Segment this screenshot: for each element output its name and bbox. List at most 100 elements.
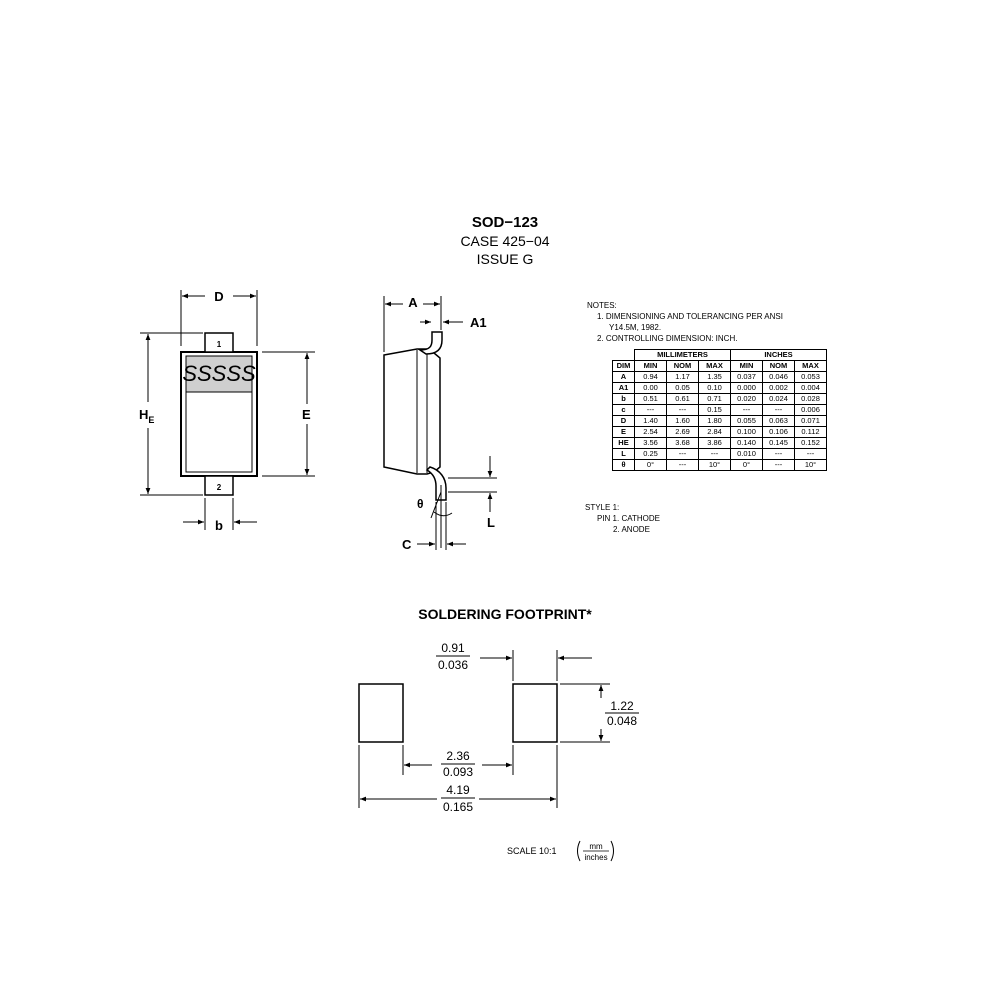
- column-header: MIN: [730, 360, 763, 372]
- note-2: 2. CONTROLLING DIMENSION: INCH.: [597, 334, 738, 343]
- table-cell: 0.006: [794, 404, 827, 416]
- table-cell: ---: [698, 448, 731, 460]
- dim-E-label: E: [302, 407, 311, 422]
- table-cell: 0.046: [762, 371, 795, 383]
- pad-height-in: 0.048: [607, 714, 637, 728]
- table-cell-dim: b: [612, 393, 635, 405]
- table-cell: 0°: [634, 459, 667, 471]
- pad-height-mm: 1.22: [610, 699, 634, 713]
- column-header: MIN: [634, 360, 667, 372]
- dim-L-label: L: [487, 515, 495, 530]
- table-cell-dim: D: [612, 415, 635, 427]
- table-cell-dim: HE: [612, 437, 635, 449]
- dim-A-label: A: [408, 295, 418, 310]
- table-row: A1 0.00 0.05 0.10 0.000 0.002 0.004: [612, 382, 827, 394]
- table-cell: 3.56: [634, 437, 667, 449]
- table-cell: 1.60: [666, 415, 699, 427]
- dim-A-label-bg: [403, 295, 423, 308]
- marking-text: SSSSS: [182, 361, 256, 386]
- footprint-title: SOLDERING FOOTPRINT*: [418, 606, 592, 622]
- table-cell: 1.17: [666, 371, 699, 383]
- table-cell: ---: [634, 404, 667, 416]
- top-view: SSSSS 1 2 D HE E: [139, 289, 315, 533]
- table-cell-dim: E: [612, 426, 635, 438]
- table-cell: 0.106: [762, 426, 795, 438]
- pad-width-mm: 0.91: [441, 641, 465, 655]
- table-row: A 0.94 1.17 1.35 0.037 0.046 0.053: [612, 371, 827, 383]
- dim-C-label: C: [402, 537, 412, 552]
- table-cell: 2.69: [666, 426, 699, 438]
- upper-lead: [417, 331, 443, 355]
- issue-label: ISSUE G: [476, 251, 534, 267]
- pad-width-in: 0.036: [438, 658, 468, 672]
- table-cell-dim: θ: [612, 459, 635, 471]
- column-header: NOM: [762, 360, 795, 372]
- table-cell: 0.010: [730, 448, 763, 460]
- table-cell: ---: [666, 404, 699, 416]
- overall-in: 0.165: [443, 800, 473, 814]
- table-cell: 0.05: [666, 382, 699, 394]
- overall-mm: 4.19: [446, 783, 470, 797]
- table-row: E 2.54 2.69 2.84 0.100 0.106 0.112: [612, 426, 827, 438]
- style-heading: STYLE 1:: [585, 503, 620, 512]
- theta-arc: [433, 511, 453, 517]
- table-cell: 1.80: [698, 415, 731, 427]
- table-cell: ---: [762, 459, 795, 471]
- title-block: SOD−123 CASE 425−04 ISSUE G: [380, 214, 630, 268]
- scale-units: mm inches: [577, 840, 614, 862]
- table-cell: 0.145: [762, 437, 795, 449]
- table-cell: 0.053: [794, 371, 827, 383]
- table-cell: 0.71: [698, 393, 731, 405]
- table-row: HE 3.56 3.68 3.86 0.140 0.145 0.152: [612, 437, 827, 449]
- column-header: NOM: [666, 360, 699, 372]
- table-cell: 0.071: [794, 415, 827, 427]
- table-cell: 0.055: [730, 415, 763, 427]
- table-cell: ---: [666, 448, 699, 460]
- marking-band: [185, 355, 253, 393]
- table-cell: 0.94: [634, 371, 667, 383]
- table-cell: 0.140: [730, 437, 763, 449]
- footprint-pad-left: [358, 683, 404, 743]
- table-cell: ---: [730, 404, 763, 416]
- note-1-line-1: 1. DIMENSIONING AND TOLERANCING PER ANSI: [597, 312, 783, 321]
- table-cell: 0.152: [794, 437, 827, 449]
- table-cell: 0.10: [698, 382, 731, 394]
- gap-in: 0.093: [443, 765, 473, 779]
- column-header: MAX: [698, 360, 731, 372]
- side-view: A A1 L θ C: [383, 295, 497, 552]
- table-cell: 1.35: [698, 371, 731, 383]
- dim-A1-label: A1: [470, 315, 487, 330]
- pin-1-number: 1: [217, 340, 222, 349]
- table-cell: 10°: [794, 459, 827, 471]
- table-group-header: MILLIMETERS INCHES: [612, 349, 827, 361]
- table-cell: 0°: [730, 459, 763, 471]
- column-header: MAX: [794, 360, 827, 372]
- table-cell: 0.112: [794, 426, 827, 438]
- group-header-mm: MILLIMETERS: [634, 349, 731, 361]
- table-cell: 0.000: [730, 382, 763, 394]
- notes-heading: NOTES:: [587, 301, 617, 310]
- dim-D-label: D: [214, 289, 223, 304]
- table-cell: 2.54: [634, 426, 667, 438]
- footprint-pad-right: [512, 683, 558, 743]
- scale-label: SCALE 10:1: [507, 846, 557, 856]
- table-corner: [612, 349, 635, 361]
- side-body: [383, 348, 441, 475]
- dim-theta-label: θ: [417, 497, 424, 511]
- table-cell: 0.063: [762, 415, 795, 427]
- table-cell: ---: [762, 448, 795, 460]
- table-cell-dim: c: [612, 404, 635, 416]
- table-cell: 0.100: [730, 426, 763, 438]
- scale-unit-inches: inches: [584, 853, 607, 862]
- dimension-table: MILLIMETERS INCHES DIM MIN NOM MAX MIN N…: [612, 349, 827, 471]
- table-cell: 0.00: [634, 382, 667, 394]
- dim-b-label: b: [215, 518, 223, 533]
- table-cell: 0.25: [634, 448, 667, 460]
- table-cell: 10°: [698, 459, 731, 471]
- table-cell: 3.68: [666, 437, 699, 449]
- table-row: b 0.51 0.61 0.71 0.020 0.024 0.028: [612, 393, 827, 405]
- gap-mm: 2.36: [446, 749, 470, 763]
- scale-unit-mm: mm: [589, 842, 603, 851]
